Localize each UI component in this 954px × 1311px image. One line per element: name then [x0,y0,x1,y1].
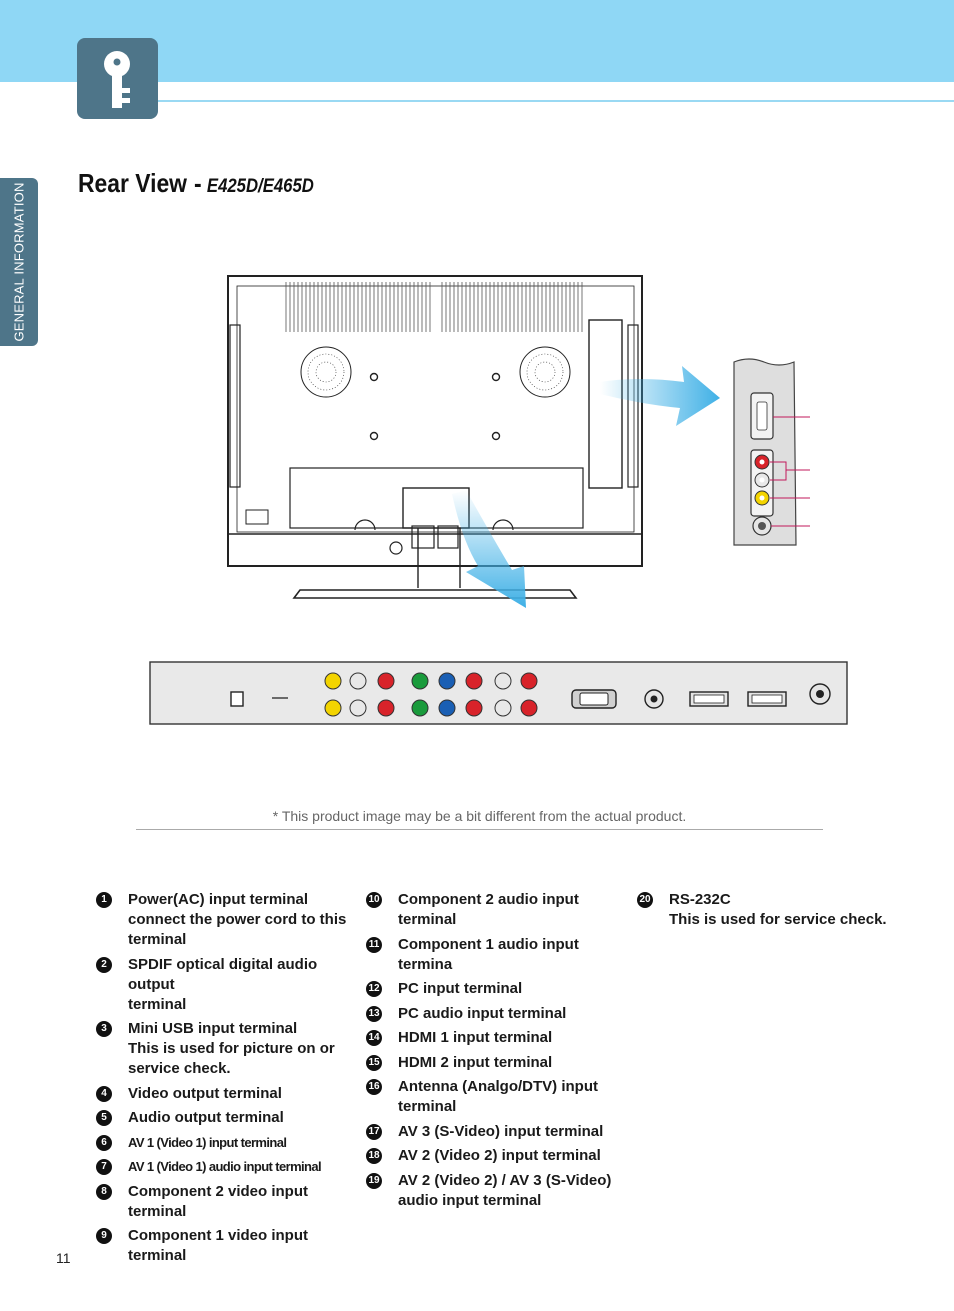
terminal-item: 4 Video output terminal [96,1084,366,1104]
terminal-number: 6 [96,1134,112,1151]
terminal-item: 11 Component 1 audio input termina [366,935,636,975]
terminal-item: 1 Power(AC) input terminal connect the pow… [96,890,366,950]
terminal-label: AV 2 (Video 2) input terminal [398,1147,601,1164]
terminal-number: 15 [366,1054,382,1071]
terminal-number: 17 [366,1123,382,1140]
terminal-label: AV 2 (Video 2) / AV 3 (S-Video) audio in… [398,1171,612,1209]
terminal-number: 2 [96,956,112,973]
terminal-item: 5 Audio output terminal [96,1108,366,1128]
terminal-number: 19 [366,1172,382,1189]
side-connector-panel [733,358,810,546]
terminal-item: 16 Antenna (Analgo/DTV) input terminal [366,1077,636,1117]
page-title: Rear View-E425D/E465D [78,168,314,199]
title-separator: - [194,168,202,198]
terminal-label: AV 1 (Video 1) input terminal [128,1134,287,1150]
terminal-label: HDMI 1 input terminal [398,1029,553,1046]
terminal-number: 14 [366,1030,382,1046]
page-number: 11 [56,1250,71,1266]
terminal-number: 3 [96,1021,112,1037]
terminal-item: 15 HDMI 2 input terminal [366,1053,636,1073]
terminal-label: HDMI 2 input terminal [398,1053,553,1071]
rear-view-diagram [149,275,848,725]
arrow-right-icon [600,366,720,426]
terminal-item: 9 Component 1 video input terminal [96,1226,366,1266]
terminal-number: 4 [96,1085,112,1102]
terminal-label: Mini USB input terminal [128,1020,298,1037]
terminal-label: SPDIF optical digital audio output termi… [128,955,318,1013]
terminal-label: Audio output terminal [128,1109,284,1126]
terminal-label: Component 2 video input terminal [128,1182,308,1220]
terminal-item: 19 AV 2 (Video 2) / AV 3 (S-Video) audio … [366,1171,636,1211]
terminal-label: Component 2 audio input terminal [398,891,579,928]
terminal-label: Power(AC) input terminal [128,891,309,908]
terminal-item: 12 PC input terminal [366,979,636,999]
terminal-item: 20 RS-232C This is used for service check. [637,890,887,930]
terminal-number: 10 [366,892,382,908]
terminal-label: Component 1 audio input termina [398,935,579,973]
terminal-number: 9 [96,1228,112,1244]
terminal-item: 17 AV 3 (S-Video) input terminal [366,1122,636,1142]
terminal-item: 7 AV 1 (Video 1) audio input terminal [96,1157,366,1177]
terminal-number: 8 [96,1183,112,1200]
arrow-down-icon [452,490,526,608]
terminal-label: AV 3 (S-Video) input terminal [398,1122,604,1140]
terminal-number: 18 [366,1148,382,1164]
terminal-item: 10 Component 2 audio input terminal [366,890,636,930]
header-divider [150,100,954,102]
terminal-item: 14 HDMI 1 input terminal [366,1028,636,1048]
terminal-label: Video output terminal [128,1084,282,1102]
terminal-label: PC input terminal [398,980,523,997]
terminal-label: PC audio input terminal [398,1004,567,1022]
terminal-item: 6 AV 1 (Video 1) input terminal [96,1133,366,1153]
terminal-description: connect the power cord to this terminal [128,911,347,948]
note-divider [136,829,823,830]
tv-back-illustration [227,275,643,599]
terminal-number: 5 [96,1110,112,1126]
terminal-label: RS-232C [669,891,731,908]
title-model: E425D/E465D [206,176,314,197]
terminal-list-col1: 1 Power(AC) input terminal connect the pow… [96,890,366,1271]
terminal-list-col3: 20 RS-232C This is used for service check. [637,890,887,935]
terminal-label: Component 1 video input terminal [128,1227,308,1264]
rear-connector-strip [149,661,848,725]
terminal-label: AV 1 (Video 1) audio input terminal [128,1159,322,1174]
terminal-item: 2 SPDIF optical digital audio output term… [96,955,366,1015]
title-main: Rear View [78,168,187,198]
key-icon [77,38,158,119]
terminal-number: 20 [637,892,653,908]
terminal-number: 1 [96,892,112,908]
terminal-number: 12 [366,981,382,997]
terminal-item: 13 PC audio input terminal [366,1004,636,1024]
terminal-item: 18 AV 2 (Video 2) input terminal [366,1146,636,1166]
section-tab: GENERAL INFORMATION [0,178,38,346]
terminal-label: Antenna (Analgo/DTV) input terminal [398,1078,598,1115]
terminal-description: This is used for service check. [669,911,887,928]
terminal-number: 11 [366,936,382,953]
disclaimer-note: * This product image may be a bit differ… [272,808,687,824]
terminal-number: 7 [96,1159,112,1175]
terminal-number: 13 [366,1005,382,1022]
terminal-number: 16 [366,1079,382,1095]
terminal-item: 8 Component 2 video input terminal [96,1182,366,1222]
header-bar [0,0,954,82]
terminal-description: This is used for picture on or service c… [128,1040,335,1077]
terminal-list-col2: 10 Component 2 audio input terminal 11 Comp… [366,890,636,1215]
